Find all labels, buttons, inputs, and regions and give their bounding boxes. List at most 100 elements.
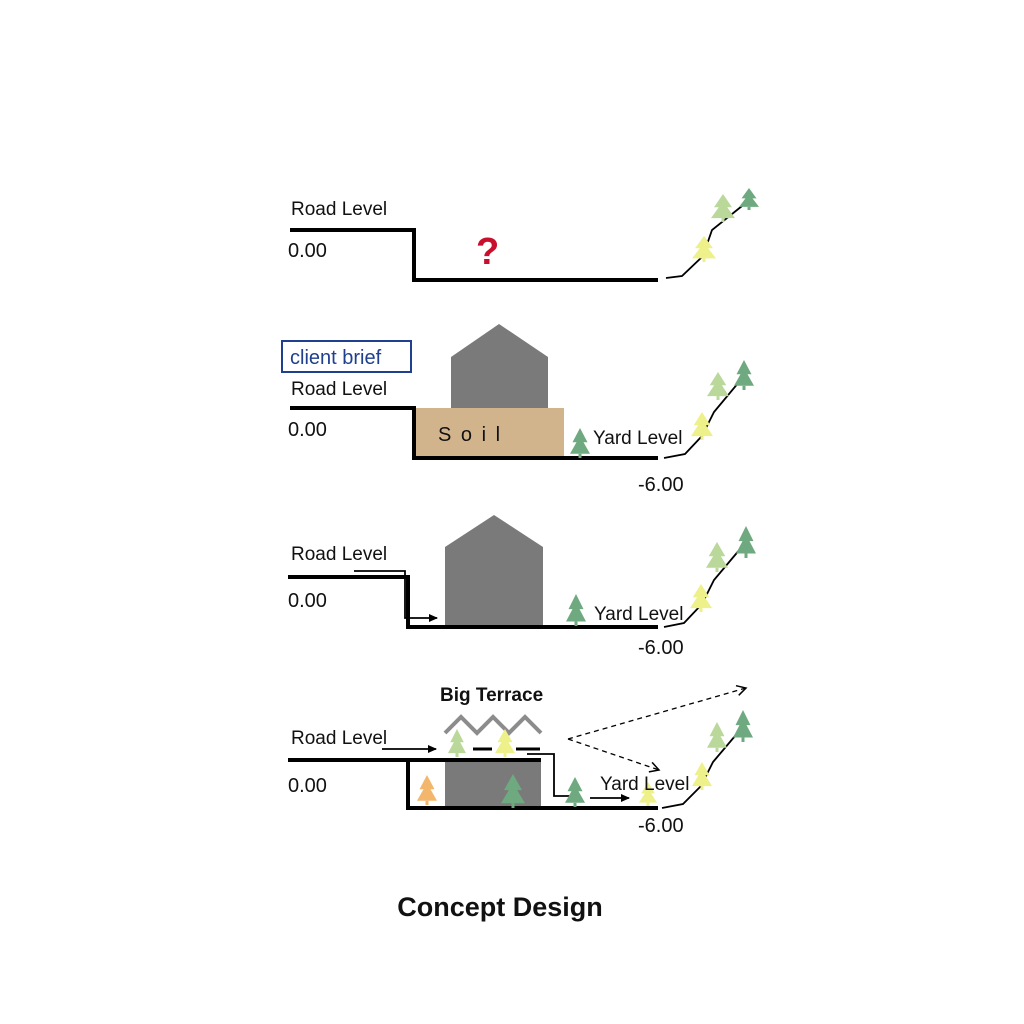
tree-canopy (448, 729, 466, 754)
tree-trunk (741, 737, 745, 742)
question-mark-icon: ? (476, 231, 499, 273)
ground-section-line (290, 228, 658, 282)
tree-icon (711, 194, 735, 222)
lower-floor-outline (406, 760, 658, 810)
tree-trunk (574, 621, 578, 626)
tree-trunk (700, 436, 704, 440)
tree-canopy (495, 729, 515, 754)
yard-level-value: -6.00 (638, 815, 684, 837)
tree-trunk (425, 800, 429, 805)
yard-level-label: Yard Level (594, 604, 683, 625)
client-brief-badge (281, 340, 412, 373)
soil-label: S o i l (438, 424, 502, 446)
tree-trunk (715, 747, 719, 752)
tree-canopy (566, 594, 586, 622)
tree-icon (691, 412, 713, 440)
tree-canopy (707, 372, 729, 397)
tree-canopy (733, 710, 753, 738)
tree-canopy (565, 777, 585, 803)
tree-icon (566, 594, 586, 626)
tree-icon (706, 542, 728, 572)
tree-trunk (702, 258, 706, 262)
tree-icon (690, 584, 712, 612)
tree-canopy (736, 526, 756, 554)
hillside-slope (661, 710, 753, 809)
client-brief-label: client brief (290, 347, 382, 369)
tree-icon (739, 188, 759, 210)
view-arrow-lower (567, 738, 661, 773)
tree-trunk (715, 567, 719, 572)
panel-2: client brief Road Level 0.00 S o i l Yar… (281, 324, 754, 496)
tree-trunk (455, 753, 459, 757)
panel-3: Road Level 0.00 Yard Level -6.00 (288, 515, 756, 659)
soil-fill (414, 408, 564, 458)
tree-trunk (744, 553, 748, 558)
view-arrow-upper (567, 684, 748, 740)
tree-canopy (739, 188, 759, 207)
tree-icon (570, 428, 590, 458)
hillside-slope (665, 188, 759, 279)
house-block (451, 324, 548, 408)
diagram-title: Concept Design (397, 892, 603, 922)
big-terrace-label: Big Terrace (440, 685, 543, 706)
tree-canopy (692, 762, 712, 787)
tree-canopy (639, 782, 657, 803)
tree-canopy (692, 236, 716, 259)
tree-canopy (734, 360, 754, 386)
tree-icon (417, 775, 437, 805)
tree-icon (448, 729, 466, 757)
tree-icon (501, 774, 525, 808)
tree-trunk (742, 385, 746, 390)
yard-level-value: -6.00 (638, 474, 684, 496)
road-level-value: 0.00 (288, 590, 327, 612)
road-level-label: Road Level (291, 728, 387, 749)
tree-icon (692, 762, 712, 790)
tree-icon (495, 729, 515, 757)
tree-trunk (503, 753, 507, 757)
road-level-label: Road Level (291, 379, 387, 400)
hillside-slope (663, 526, 756, 628)
terrace-canopy-zigzag (443, 714, 543, 736)
tree-canopy (417, 775, 437, 801)
yard-level-value: -6.00 (638, 637, 684, 659)
tree-canopy (691, 412, 713, 437)
tree-icon (734, 360, 754, 390)
tree-canopy (707, 722, 727, 748)
tree-icon (692, 236, 716, 262)
tree-icon (736, 526, 756, 558)
tree-icon (707, 722, 727, 752)
house-block (445, 515, 543, 627)
road-level-value: 0.00 (288, 240, 327, 262)
tree-trunk (578, 453, 582, 458)
hillside-slope (663, 360, 754, 459)
panel-4: Big Terrace Road Level 0.00 Yard Level -… (288, 684, 753, 837)
road-level-label: Road Level (291, 199, 387, 220)
tree-icon (565, 777, 585, 807)
tree-trunk (700, 786, 704, 790)
tree-canopy (501, 774, 525, 804)
tree-trunk (573, 802, 577, 807)
yard-level-label: Yard Level (600, 774, 689, 795)
tree-trunk (699, 608, 703, 612)
tree-trunk (721, 218, 725, 222)
ground-section-line (290, 406, 658, 460)
tree-icon (639, 782, 657, 806)
terrace-stair-path (527, 753, 573, 797)
tree-trunk (747, 206, 751, 210)
tree-icon (733, 710, 753, 742)
road-level-label: Road Level (291, 544, 387, 565)
road-level-value: 0.00 (288, 775, 327, 797)
ground-section-line (288, 575, 658, 629)
panel-1: Road Level 0.00 ? (288, 188, 759, 282)
road-level-value: 0.00 (288, 419, 327, 441)
tree-canopy (690, 584, 712, 609)
yard-level-label: Yard Level (593, 428, 682, 449)
tree-icon (707, 372, 729, 400)
tree-trunk (646, 802, 650, 806)
tree-canopy (706, 542, 728, 568)
tree-canopy (711, 194, 735, 219)
tree-trunk (511, 803, 515, 808)
house-block (445, 760, 541, 808)
access-path-arrow (354, 570, 438, 622)
